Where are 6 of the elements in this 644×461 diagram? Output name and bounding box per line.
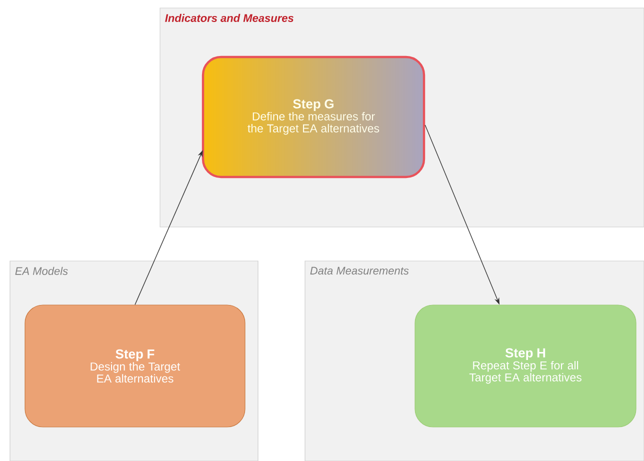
step-box: Step H Repeat Step E for all Target EA alternatives [414, 304, 636, 428]
step-box: Step F Design the Target EA alternatives [24, 304, 246, 428]
panel-title: EA Models [15, 266, 68, 275]
step-box: Step G Define the measures for the Target EA alternatives [202, 56, 426, 178]
panel-title: Data Measurements [310, 266, 409, 275]
panel-title: Indicators and Measures [165, 14, 294, 22]
